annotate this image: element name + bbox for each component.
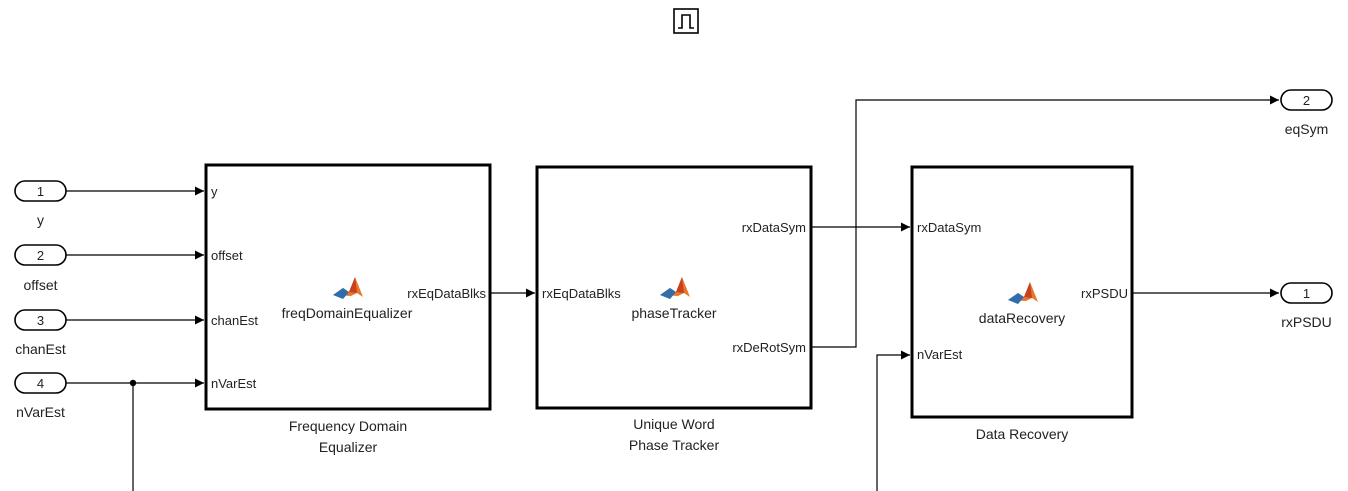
block-output-port-label: rxEqDataBlks bbox=[407, 286, 486, 301]
block-input-port-label: y bbox=[211, 184, 218, 199]
inport-3[interactable]: 3 chanEst bbox=[14, 309, 67, 357]
block-body[interactable] bbox=[204, 163, 492, 411]
block-output-port-label: rxDataSym bbox=[742, 220, 806, 235]
signal-line-rxderotsym[interactable] bbox=[811, 95, 1279, 348]
outport-label: eqSym bbox=[1285, 121, 1329, 137]
block-body[interactable] bbox=[535, 165, 813, 410]
block-function-name: dataRecovery bbox=[979, 310, 1065, 326]
block-caption: Frequency Domain bbox=[289, 418, 407, 434]
signal-line-nvarest-recovery[interactable] bbox=[876, 350, 910, 491]
inport-label: y bbox=[37, 212, 44, 228]
outport-2[interactable]: 2 eqSym bbox=[1280, 89, 1333, 137]
block-caption: Equalizer bbox=[319, 439, 378, 455]
frequency-domain-equalizer-block[interactable]: y offset chanEst nVarEst rxEqDataBlks fr… bbox=[204, 163, 492, 411]
block-input-port-label: chanEst bbox=[211, 313, 258, 328]
inport-label: chanEst bbox=[15, 341, 66, 357]
inport-2[interactable]: 2 offset bbox=[14, 244, 67, 293]
block-function-name: freqDomainEqualizer bbox=[282, 305, 413, 321]
block-caption: Unique Word bbox=[633, 416, 714, 432]
block-function-name: phaseTracker bbox=[631, 305, 716, 321]
block-input-port-label: nVarEst bbox=[211, 376, 257, 391]
inport-number: 4 bbox=[37, 376, 44, 391]
inport-number: 1 bbox=[37, 184, 44, 199]
block-input-port-label: nVarEst bbox=[917, 347, 963, 362]
inport-4[interactable]: 4 nVarEst bbox=[14, 372, 67, 420]
trigger-port-icon[interactable] bbox=[673, 8, 699, 34]
outport-1[interactable]: 1 rxPSDU bbox=[1280, 282, 1333, 330]
phase-tracker-block[interactable]: rxEqDataBlks rxDataSym rxDeRotSym phaseT… bbox=[535, 165, 813, 410]
block-output-port-label: rxPSDU bbox=[1081, 286, 1128, 301]
outport-label: rxPSDU bbox=[1281, 314, 1332, 330]
inport-label: nVarEst bbox=[16, 404, 65, 420]
data-recovery-block[interactable]: rxDataSym nVarEst rxPSDU dataRecovery bbox=[910, 165, 1134, 419]
inport-number: 2 bbox=[37, 248, 44, 263]
inport-number: 3 bbox=[37, 313, 44, 328]
inport-label: offset bbox=[24, 277, 58, 293]
block-output-port-label: rxDeRotSym bbox=[732, 340, 806, 355]
block-input-port-label: offset bbox=[211, 248, 243, 263]
square-pulse-icon bbox=[678, 14, 694, 29]
block-caption: Phase Tracker bbox=[629, 437, 720, 453]
outport-number: 1 bbox=[1303, 286, 1310, 301]
block-input-port-label: rxEqDataBlks bbox=[542, 286, 621, 301]
block-caption: Data Recovery bbox=[976, 426, 1069, 442]
outport-number: 2 bbox=[1303, 93, 1310, 108]
outport-oval[interactable] bbox=[1280, 89, 1333, 111]
outport-oval[interactable] bbox=[1280, 282, 1333, 304]
inport-1[interactable]: 1 y bbox=[14, 180, 67, 228]
block-input-port-label: rxDataSym bbox=[917, 220, 981, 235]
block-body[interactable] bbox=[910, 165, 1134, 419]
